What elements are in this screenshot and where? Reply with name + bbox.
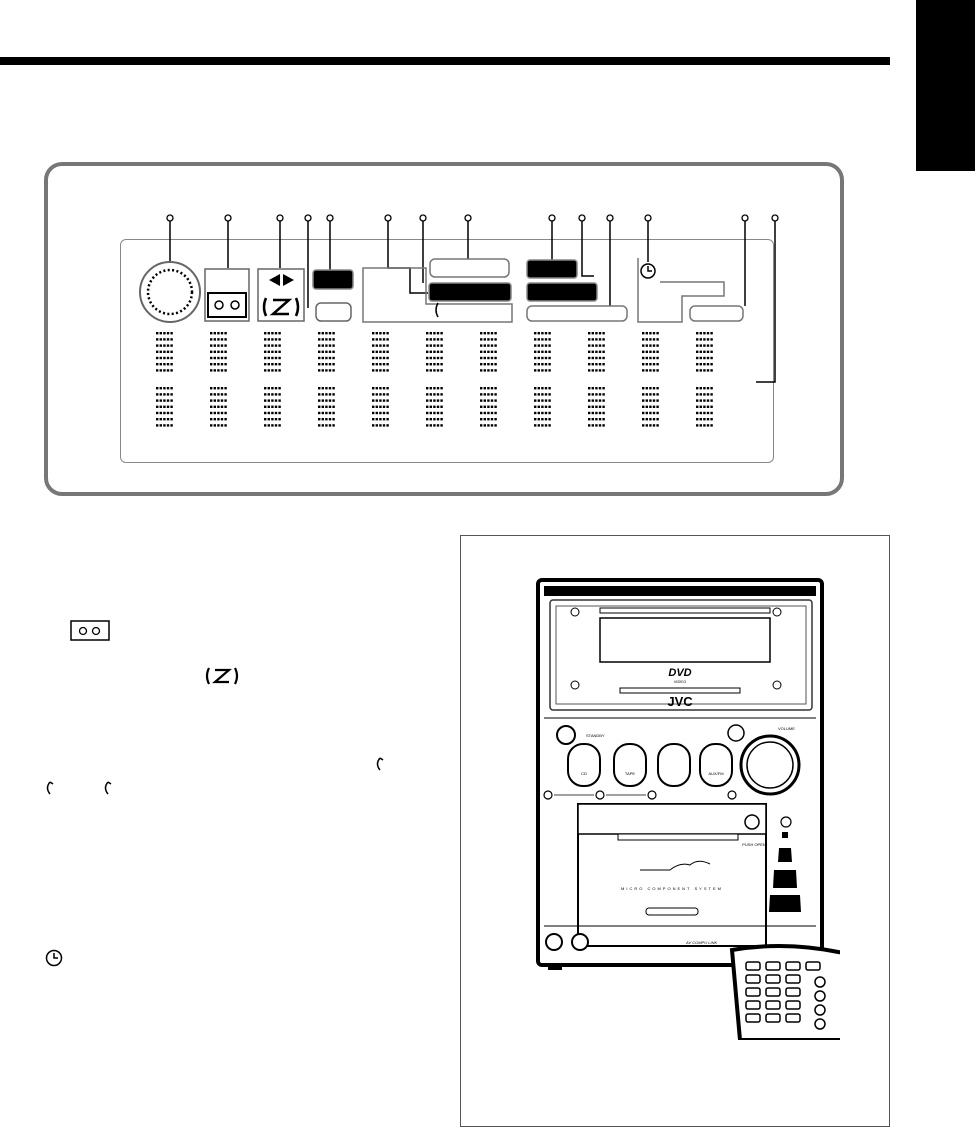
matrix-character-cell — [156, 332, 173, 427]
svg-text:STANDBY: STANDBY — [586, 733, 605, 738]
matrix-character-cell — [696, 332, 713, 427]
svg-text:TAPE: TAPE — [625, 771, 635, 776]
callout-2 — [224, 214, 232, 222]
callout-lines — [169, 218, 776, 383]
callout-3 — [276, 214, 284, 222]
indicator-outline-right — [526, 305, 628, 322]
callout-markers — [166, 214, 779, 222]
callout-11 — [606, 214, 614, 222]
inline-repeat-icon-1 — [376, 757, 384, 771]
callout-8 — [464, 214, 472, 222]
repeat-group-outline — [362, 267, 513, 323]
matrix-character-cell — [534, 332, 551, 427]
indicator-black-box — [312, 269, 354, 290]
matrix-character-cell — [318, 332, 335, 427]
svg-text:VOLUME: VOLUME — [778, 726, 795, 731]
display-diagram — [139, 214, 779, 427]
matrix-character-cell — [588, 332, 605, 427]
inline-reverse-icon — [205, 667, 239, 685]
indicator-black-right-2 — [526, 282, 598, 302]
callout-5 — [326, 214, 334, 222]
inline-repeat-icon-2 — [46, 781, 54, 795]
play-reverse-icon — [269, 274, 280, 286]
indicator-outline-wide — [429, 258, 510, 278]
play-forward-icon — [283, 274, 294, 286]
inline-cassette-icon — [70, 620, 110, 641]
power-button-icon — [556, 725, 576, 745]
repeat-arrow-icon — [435, 302, 439, 318]
direction-indicator — [257, 268, 305, 322]
brand-logo: JVC — [667, 694, 693, 709]
disc-rotation-indicator — [139, 261, 201, 323]
cassette-icon — [214, 300, 224, 310]
unit-panel-label: MICRO COMPONENT SYSTEM — [621, 886, 723, 891]
clock-timer-icon — [640, 263, 656, 279]
dot-matrix-display — [156, 332, 713, 427]
matrix-character-cell — [372, 332, 389, 427]
indicator-outline-small — [689, 305, 744, 322]
callout-10 — [578, 214, 586, 222]
svg-text:PUSH OPEN: PUSH OPEN — [742, 842, 766, 847]
indicator-outline-box — [315, 302, 352, 322]
remote-control — [729, 944, 840, 1040]
unit-illustration-frame — [460, 535, 890, 1127]
callout-4 — [304, 214, 312, 222]
svg-text:AV COMPU LINK: AV COMPU LINK — [685, 940, 717, 945]
inline-timer-icon — [45, 949, 63, 967]
indicator-black-right-1 — [526, 259, 578, 279]
callout-7 — [419, 214, 427, 222]
dvd-logo-sub: VIDEO — [674, 679, 686, 684]
indicator-black-wide — [428, 282, 512, 302]
dvd-logo: DVD — [668, 667, 691, 679]
callout-13 — [741, 214, 749, 222]
callout-1 — [166, 214, 174, 222]
callout-12 — [644, 214, 652, 222]
inline-repeat-icon-3 — [104, 781, 112, 795]
matrix-character-cell — [642, 332, 659, 427]
display-panel-frame — [44, 162, 844, 496]
language-tab — [916, 0, 975, 171]
svg-text:AUX/FM: AUX/FM — [708, 771, 723, 776]
tape-indicator — [204, 268, 250, 322]
timer-group-outline — [637, 258, 725, 323]
unit-illustration: DVD VIDEO JVC STANDBY VOLUME CD TAPE AUX… — [536, 578, 840, 1040]
matrix-character-cell — [426, 332, 443, 427]
matrix-character-cell — [210, 332, 227, 427]
callout-6 — [384, 214, 392, 222]
callout-9 — [548, 214, 556, 222]
display-window — [120, 239, 774, 463]
svg-text:CD: CD — [581, 771, 587, 776]
matrix-character-cell — [480, 332, 497, 427]
section-rule — [0, 57, 890, 65]
reverse-mode-icon — [262, 297, 300, 317]
matrix-character-cell — [264, 332, 281, 427]
callout-14 — [771, 214, 779, 222]
